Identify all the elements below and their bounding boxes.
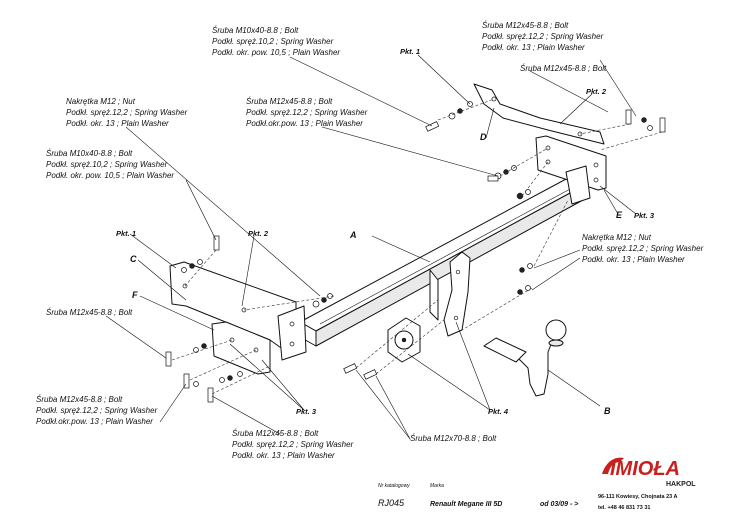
callout-line: Śruba M12x45-8.8 ; Bolt: [482, 21, 569, 30]
letter-b: B: [604, 406, 611, 416]
assembly-lines: [171, 98, 663, 395]
callout-line: Podkł. spręż.10,2 ; Spring Washer: [46, 160, 168, 169]
callout-line: Podkł. okr. pow. 10,5 ; Plain Washer: [212, 48, 340, 57]
callout-line: Podkł. okr. 13 ; Plain Washer: [66, 119, 169, 128]
title-block: Nr katalogowy RJ045 Marka Renault Megane…: [378, 483, 578, 508]
callout-bolt-m12x70: Śruba M12x70-8.8 ; Bolt: [410, 434, 497, 443]
callout-bolt-m12-left: Śruba M12x45-8.8 ; Bolt: [46, 308, 133, 317]
callout-bolt-m12-bottom-center: Śruba M12x45-8.8 ; Bolt Podkł. spręż.12,…: [232, 429, 354, 460]
right-bracket-d: [473, 83, 605, 145]
callout-line: Podkł.okr.pow. 13 ; Plain Washer: [36, 417, 153, 426]
point-labels: Pkt. 1 Pkt. 2 Pkt. 3 Pkt. 1 Pkt. 2 Pkt. …: [116, 47, 655, 416]
pkt4-label: Pkt. 4: [488, 407, 509, 416]
callout-line: Podkł. okr. pow. 10,5 ; Plain Washer: [46, 171, 174, 180]
pkt2-left-label: Pkt. 2: [248, 229, 269, 238]
callout-line: Podkł.okr.pow. 13 ; Plain Washer: [246, 119, 363, 128]
callout-nut-m12-right: Nakrętka M12 ; Nut Podkł. spręż.12,2 ; S…: [582, 233, 704, 264]
callout-line: Podkł. spręż.10,2 ; Spring Washer: [212, 37, 334, 46]
company-address: 96-111 Kowiesy, Chojnata 23 A: [598, 494, 678, 500]
pkt3-bottom-label: Pkt. 3: [296, 407, 317, 416]
callout-bolt-m10-top: Śruba M10x40-8.8 ; Bolt Podkł. spręż.10,…: [212, 26, 340, 57]
callout-bolt-m12-top-right: Śruba M12x45-8.8 ; Bolt Podkł. spręż.12,…: [482, 21, 604, 52]
letter-e: E: [616, 210, 623, 220]
callout-line: Śruba M12x45-8.8 ; Bolt: [36, 395, 123, 404]
callout-line: Śruba M12x45-8.8 ; Bolt: [246, 97, 333, 106]
letter-f: F: [132, 290, 138, 300]
logo-subtitle: HAKPOL: [666, 481, 696, 488]
right-beam-end-bracket: [565, 165, 591, 205]
vehicle-model: Renault Megane III 5D: [430, 501, 502, 508]
pkt3-right-label: Pkt. 3: [634, 211, 655, 220]
callout-line: Śruba M10x40-8.8 ; Bolt: [212, 26, 299, 35]
callout-line: Podkł. okr. 13 ; Plain Washer: [582, 255, 685, 264]
left-beam-end-plate: [277, 305, 307, 361]
logo-wordmark: IMIOŁA: [610, 458, 680, 480]
callout-line: Podkł. okr. 13 ; Plain Washer: [232, 451, 335, 460]
callout-line: Śruba M12x45-8.8 ; Bolt: [520, 64, 607, 73]
left-side-plate-f: [211, 321, 271, 375]
callout-line: Podkł. spręż.12,2 ; Spring Washer: [482, 32, 604, 41]
pkt1-top-label: Pkt. 1: [400, 47, 420, 56]
brand-label: Marka: [430, 483, 444, 489]
callout-line: Nakrętka M12 ; Nut: [66, 97, 136, 106]
callout-line: Podkł. spręż.12,2 ; Spring Washer: [66, 108, 188, 117]
callout-line: Podkł. okr. 13 ; Plain Washer: [482, 43, 585, 52]
callout-line: Podkł. spręż.12,2 ; Spring Washer: [232, 440, 354, 449]
callout-line: Podkł. spręż.12,2 ; Spring Washer: [36, 406, 158, 415]
right-side-plate-e: [535, 135, 607, 191]
pkt1-left-label: Pkt. 1: [116, 229, 136, 238]
callout-line: Podkł. spręż.12,2 ; Spring Washer: [582, 244, 704, 253]
callout-line: Nakrętka M12 ; Nut: [582, 233, 652, 242]
production-date: od 03/09 - >: [540, 501, 578, 508]
letter-c: C: [130, 254, 137, 264]
part-letters: A B C D E F: [130, 132, 623, 416]
callout-nut-m12-left: Nakrętka M12 ; Nut Podkł. spręż.12,2 ; S…: [66, 97, 188, 128]
callout-line: Podkł. spręż.12,2 ; Spring Washer: [246, 108, 368, 117]
catalog-number-label: Nr katalogowy: [378, 483, 410, 489]
cross-beam-a: [299, 177, 584, 347]
callout-bolt-m10-left: Śruba M10x40-8.8 ; Bolt Podkł. spręż.10,…: [46, 149, 174, 180]
letter-a: A: [349, 230, 357, 240]
socket-plate: [387, 317, 421, 363]
pkt2-top-label: Pkt. 2: [586, 87, 607, 96]
callout-line: Śruba M12x70-8.8 ; Bolt: [410, 434, 497, 443]
center-drop-bracket: [429, 251, 471, 337]
logo-hook-mark: [602, 457, 624, 474]
callout-line: Śruba M12x45-8.8 ; Bolt: [46, 308, 133, 317]
catalog-number-value: RJ045: [378, 498, 405, 508]
tow-ball-b: [483, 319, 567, 397]
callout-line: Śruba M10x40-8.8 ; Bolt: [46, 149, 133, 158]
callout-bolt-m12-center: Śruba M12x45-8.8 ; Bolt Podkł. spręż.12,…: [246, 97, 368, 128]
company-logo: IMIOŁA HAKPOL 96-111 Kowiesy, Chojnata 2…: [598, 457, 696, 511]
callout-bolt-m12-right: Śruba M12x45-8.8 ; Bolt: [520, 64, 607, 73]
company-phone: tel. +48 46 831 73 31: [598, 505, 650, 511]
leader-lines: [105, 54, 637, 440]
letter-d: D: [480, 132, 487, 142]
callout-bolt-m12-bottom-left: Śruba M12x45-8.8 ; Bolt Podkł. spręż.12,…: [36, 395, 158, 426]
callout-line: Śruba M12x45-8.8 ; Bolt: [232, 429, 319, 438]
